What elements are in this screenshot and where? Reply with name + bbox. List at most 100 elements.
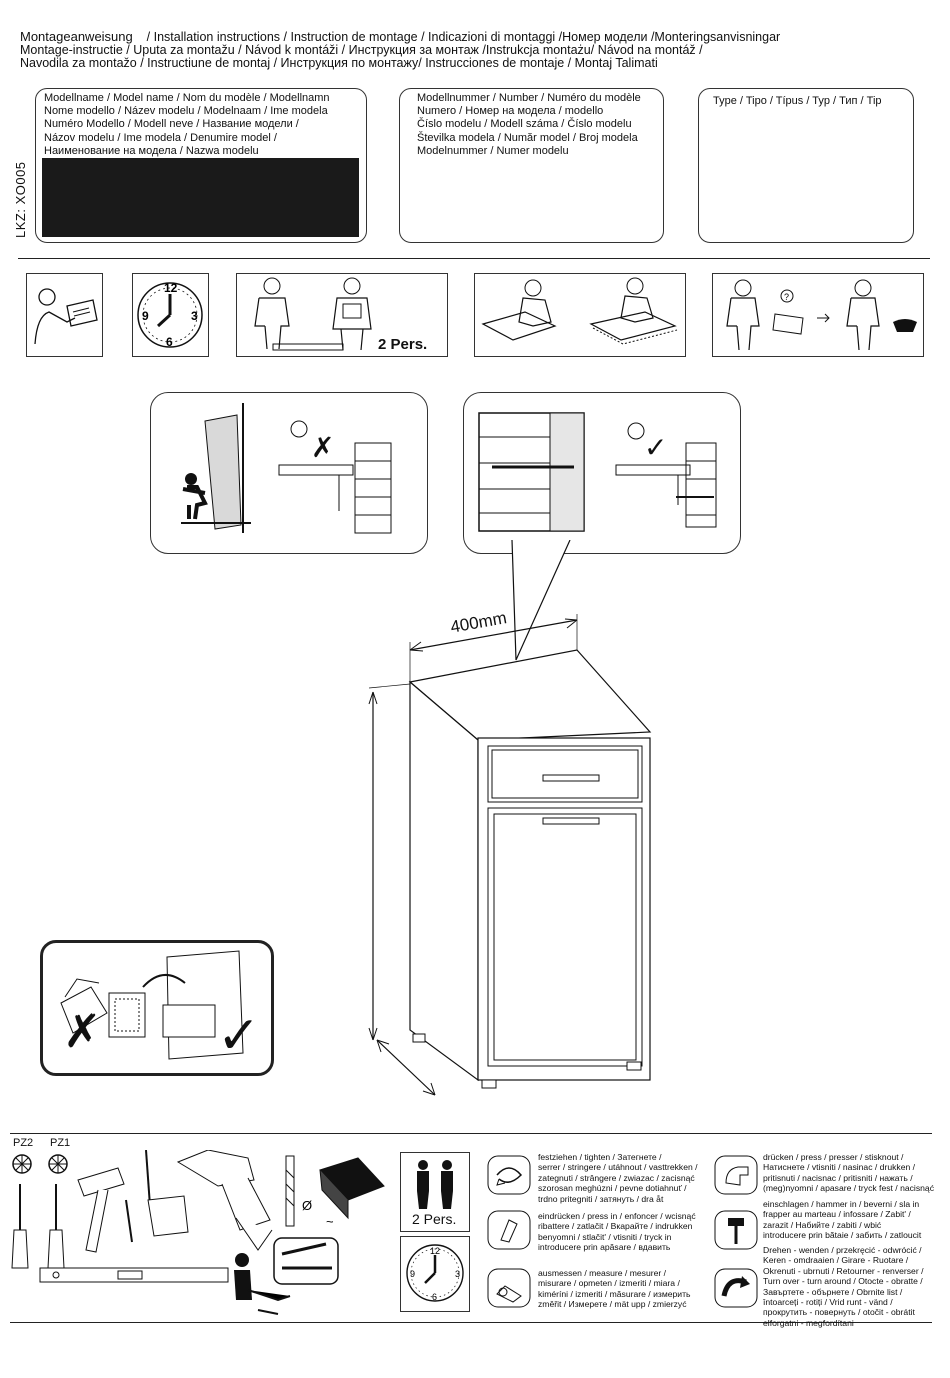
legend-line: festziehen / tighten / Затегнете / [538,1152,662,1162]
callout-pointer [511,540,571,661]
tools-time-panel: 12 3 6 9 [400,1236,470,1312]
missing-part-call-icon: ? [726,279,917,351]
legend-line: pritisnuti / nacisnac / pritisniti / наж… [763,1172,913,1183]
svg-text:✗: ✗ [311,431,334,464]
two-persons-label: 2 Pers. [378,336,428,353]
model-number-box: Modellnummer / Number / Numéro du modèle… [399,88,664,243]
two-workers-icon [254,277,372,351]
legend-line: frapper au marteau / infossare / Zabit' … [763,1209,911,1220]
model-number-line: Številka modela / Număr model / Broj mod… [417,131,638,144]
tools-illustration: Ø ~ [11,1150,385,1315]
two-persons-panel: 2 Pers. [236,273,448,357]
legend-line: szorosan meghúzni / pevne dotiahnuť / [538,1183,687,1194]
clock-icon: 12 3 6 9 [137,281,203,349]
press-in-icon [487,1210,531,1250]
clock-number: 9 [410,1269,415,1279]
model-name-box: Modellname / Model name / Nom du modèle … [35,88,367,243]
correct-mounting-illustration: ✓ [478,412,717,532]
assembly-tip-panel: ✗ ✓ [40,940,274,1076]
model-name-line: Názov modelu / Ime modela / Denumire mod… [44,131,277,144]
tools-clock-icon: 12 3 6 9 [406,1244,464,1302]
model-name-line: Numéro Modello / Modell neve / Название … [44,118,299,131]
tighten-icon [487,1155,531,1195]
cabinet-drawing [368,614,652,1096]
tilde-symbol: ~ [326,1214,334,1229]
clock-number: 12 [430,1246,440,1256]
model-name-line: Наименование на модела / Nazwa modelu [44,144,259,157]
clock-number: 6 [166,335,173,349]
legend-line: ribattere / zatlačit / Вкарайте / indruk… [538,1221,693,1232]
legend-line: benyomni / stlačit' / vtisniti / tryck i… [538,1231,672,1242]
legend-line: misurare / opmeten / izmeriti / miara / [538,1278,680,1289]
legend-line: serrer / stringere / utáhnout / vasttrek… [538,1162,698,1173]
legend-line: elforgatni - megfordítani [763,1317,854,1328]
legend-hammer: einschlagen / hammer in / beverni / sla … [763,1199,921,1241]
wrong-mounting-panel: ✗ [150,392,428,554]
legend-line: einschlagen / hammer in / beverni / sla … [763,1199,920,1209]
spirit-level-icon [39,1267,229,1283]
clock-number: 3 [191,309,198,323]
clock-number: 6 [432,1292,437,1302]
time-panel: 12 3 6 9 [132,273,209,357]
legend-line: introducere prin bătaie / забить / zatlo… [763,1230,922,1241]
allen-key-icon [145,1150,151,1207]
assemble-on-packaging-illustration: ✗ ✓ [60,950,261,1066]
legend-line: ausmessen / measure / mesurer / [538,1268,666,1278]
header-line-3: Navodila za montažo / Instructiune de mo… [20,56,658,70]
legend-line: zategnuti / strângere / zwiazac / zacisn… [538,1172,695,1183]
header-line-2: Montage-instructie / Uputa za montažu / … [20,43,703,57]
legend-line: kiméríni / izmeriti / măsurare / измерит… [538,1288,691,1299]
clock-number: 3 [455,1269,460,1279]
pz2-label: PZ2 [13,1137,34,1149]
clock-number: 9 [142,309,149,323]
wall-anchor-icon [273,1237,339,1285]
svg-text:✓: ✓ [644,431,667,464]
type-label: Type / Tipo / Típus / Typ / Тип / Tip [713,95,882,107]
divider-tools-bottom [10,1322,932,1323]
legend-line: Okrenuti - ubrnuti / Retourner - renvers… [763,1265,924,1276]
header-line-1: Montageanweisung / Installation instruct… [20,29,781,45]
workers-on-floor-icon [481,277,678,345]
model-number-line: Číslo modelu / Modell száma / Číslo mode… [417,118,632,131]
legend-line: Натиснете / vtisniti / nasinac / drukken… [763,1162,916,1173]
measure-icon [487,1268,531,1308]
header-title: Montageanweisung [20,29,133,44]
reading-person-icon [34,288,98,345]
model-number-line: Numero / Номер на модела / modello [417,105,604,118]
legend-line: Turn over - turn around / Otocte - obrat… [763,1276,923,1287]
model-name-line: Nome modello / Název modelu / Modelnaam … [44,105,328,118]
legend-tighten: festziehen / tighten / Затегнете / serre… [538,1152,698,1204]
model-number-line: Modellnummer / Number / Numéro du modèle [417,92,641,104]
header-line-1-rest: / Installation instructions / Instructio… [146,30,781,44]
legend-line: introducere prin apăsare / вдавить [538,1242,671,1253]
two-persons-icon [417,1160,453,1209]
work-surface-panel [474,273,686,357]
svg-text:?: ? [784,292,789,302]
clock-number: 12 [164,281,178,295]
model-number-line: Modelnummer / Numer modelu [417,144,569,157]
screwdriver-icon [11,1184,29,1269]
legend-line: прокрутить - повернуть / otočit - obráti… [763,1307,915,1318]
legend-line: eindrücken / press in / enfoncer / wcisn… [538,1211,696,1221]
hammer-icon [77,1167,125,1253]
tools-persons-label: 2 Pers. [412,1211,457,1227]
side-label: LKZ: XO005 [13,161,28,238]
hammer-in-icon [714,1210,758,1250]
wrong-mounting-illustration: ✗ [181,403,392,534]
glue-icon [147,1195,189,1237]
legend-line: întoarceți - rotiți / Vrid runt - vänd / [763,1297,893,1308]
pz1-label: PZ1 [50,1137,71,1149]
legend-line: Drehen - wenden / przekręcić - odwrócić … [763,1245,922,1255]
divider-tools-top [10,1133,932,1134]
model-name-redaction [42,158,359,237]
wood-block-icon [319,1157,385,1220]
correct-mounting-panel: ✓ [463,392,741,554]
awl-icon [125,1199,133,1243]
type-box: Type / Tipo / Típus / Typ / Тип / Tip [698,88,914,243]
press-icon [714,1155,758,1195]
turn-over-icon [714,1268,758,1308]
screwdriver-icon [47,1184,65,1269]
model-name-line: Modellname / Model name / Nom du modèle … [44,92,330,104]
legend-line: zarazit / Набийте / zabiti / wbić [763,1219,882,1230]
legend-turn-over: Drehen - wenden / przekręcić - odwrócić … [763,1245,923,1328]
